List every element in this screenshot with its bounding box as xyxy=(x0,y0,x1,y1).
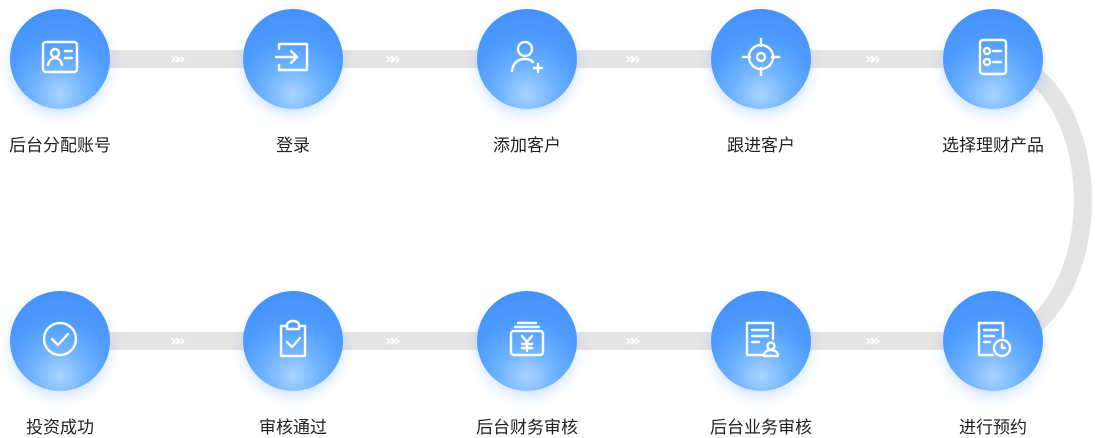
target-icon xyxy=(741,37,781,77)
step-label: 进行预约 xyxy=(959,418,1027,438)
step-circle-follow-customer xyxy=(711,9,811,109)
step-circle-investment-success xyxy=(10,291,110,391)
step-label: 后台分配账号 xyxy=(9,136,111,156)
arrow-icon: »» xyxy=(625,331,641,350)
arrow-icon: »» xyxy=(170,49,186,68)
step-circle-login xyxy=(243,9,343,109)
schedule-document-icon xyxy=(977,321,1012,358)
id-card-icon xyxy=(41,40,79,74)
clipboard-check-icon xyxy=(279,319,307,358)
step-label: 登录 xyxy=(276,136,310,156)
step-circle-review-passed xyxy=(243,291,343,391)
document-user-icon xyxy=(745,321,780,358)
step-circle-finance-review xyxy=(477,291,577,391)
step-label: 选择理财产品 xyxy=(942,136,1044,156)
step-label: 后台财务审核 xyxy=(476,418,578,438)
checklist-icon xyxy=(978,38,1008,76)
check-circle-icon xyxy=(42,321,78,357)
step-circle-business-review xyxy=(711,291,811,391)
login-icon xyxy=(274,42,309,72)
add-user-icon xyxy=(510,40,544,74)
step-circle-assign-account xyxy=(10,9,110,109)
yuan-money-icon xyxy=(509,321,545,357)
step-label: 跟进客户 xyxy=(727,136,795,156)
step-circle-make-appointment xyxy=(943,291,1043,391)
arrow-icon: »» xyxy=(865,49,881,68)
step-circle-choose-product xyxy=(943,9,1043,109)
step-label: 审核通过 xyxy=(259,418,327,438)
step-label: 投资成功 xyxy=(26,418,94,438)
step-label: 后台业务审核 xyxy=(710,418,812,438)
arrow-icon: »» xyxy=(865,331,881,350)
arrow-icon: »» xyxy=(625,49,641,68)
step-label: 添加客户 xyxy=(493,136,561,156)
arrow-icon: »» xyxy=(385,49,401,68)
step-circle-add-customer xyxy=(477,9,577,109)
arrow-icon: »» xyxy=(170,331,186,350)
arrow-icon: »» xyxy=(385,331,401,350)
